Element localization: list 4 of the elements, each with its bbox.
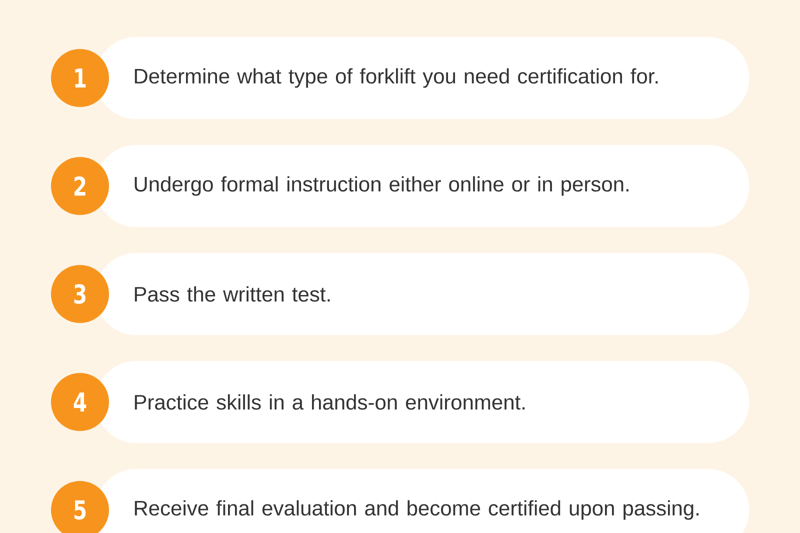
step-pill: Undergo formal instruction either online or in person. — [95, 145, 750, 227]
step-pill: Pass the written test. — [95, 253, 750, 335]
step-pill: Determine what type of forklift you need certification for. — [95, 37, 750, 119]
step-pill: Practice skills in a hands-on environment. — [95, 361, 750, 443]
